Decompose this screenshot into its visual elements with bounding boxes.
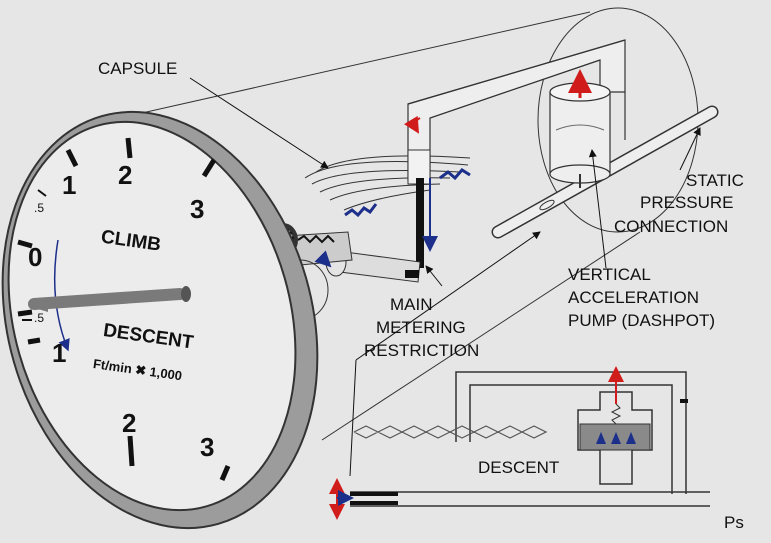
dial-number-descent-3: 3 <box>200 432 214 462</box>
dashpot-label-line2: ACCELERATION <box>568 288 699 307</box>
capsule <box>304 155 471 218</box>
capsule-label: CAPSULE <box>98 59 177 78</box>
dashpot-label-line1: VERTICAL <box>568 265 651 284</box>
dial-number-climb-2: 2 <box>118 160 132 190</box>
metering-label-line3: RESTRICTION <box>364 341 479 360</box>
ps-label: Ps <box>724 513 744 532</box>
metering-label-line2: METERING <box>376 318 466 337</box>
dial-number-0: 0 <box>28 242 42 272</box>
dial-number-descent-1: 1 <box>52 338 66 368</box>
static-label-line1: STATIC <box>686 171 744 190</box>
dial-number-climb-3: 3 <box>190 194 204 224</box>
dial-half-climb: .5 <box>34 201 44 215</box>
schematic <box>329 366 710 520</box>
dashpot <box>549 69 611 188</box>
callouts: CAPSULE STATIC PRESSURE CONNECTION MAIN … <box>98 59 744 532</box>
static-label-line3: CONNECTION <box>614 217 728 236</box>
dial-half-descent: .5 <box>34 311 44 325</box>
static-label-line2: PRESSURE <box>640 193 734 212</box>
metering-label-line1: MAIN <box>390 295 433 314</box>
leader-lines <box>189 77 701 477</box>
dial-number-descent-2: 2 <box>122 408 136 438</box>
dashpot-label-line3: PUMP (DASHPOT) <box>568 311 715 330</box>
dial-number-climb-1: 1 <box>62 170 76 200</box>
descent-schematic-label: DESCENT <box>478 458 559 477</box>
vsi-dial: 0 1 2 3 1 2 3 .5 .5 CLIMB DESCENT Ft/min… <box>1 110 319 530</box>
